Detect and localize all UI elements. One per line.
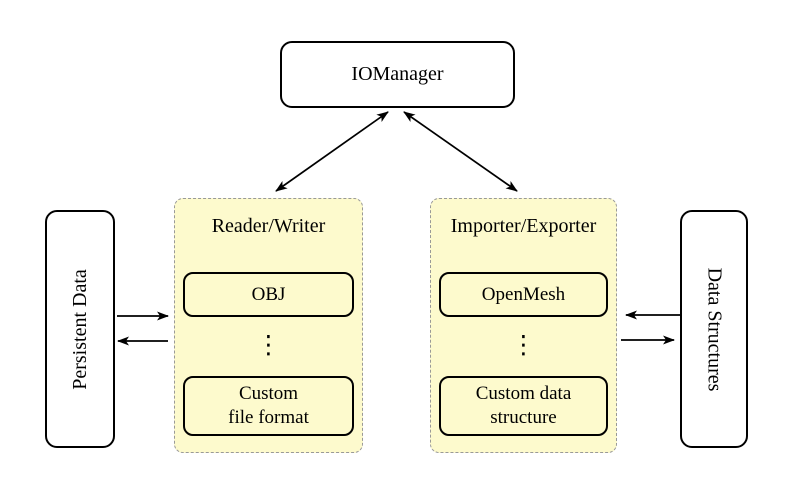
- node-data-structures: Data Structures: [680, 210, 748, 448]
- node-persistent-data: Persistent Data: [45, 210, 115, 448]
- node-custom-file-format-label: Custom file format: [228, 383, 309, 428]
- node-obj: OBJ: [183, 272, 354, 317]
- node-obj-label: OBJ: [251, 283, 286, 305]
- node-openmesh-label: OpenMesh: [481, 283, 566, 305]
- node-custom-file-format: Custom file format: [183, 376, 354, 436]
- group-importer-exporter-title: Importer/Exporter: [450, 215, 597, 237]
- group-reader-writer-title: Reader/Writer: [211, 215, 326, 237]
- edge-iomanager-readerwriter: [275, 111, 389, 192]
- node-custom-data-structure: Custom data structure: [439, 376, 608, 436]
- node-custom-data-structure-label: Custom data structure: [475, 383, 572, 428]
- node-iomanager: IOManager: [280, 41, 515, 108]
- node-openmesh: OpenMesh: [439, 272, 608, 317]
- node-persistent-data-label: Persistent Data: [68, 268, 91, 390]
- group-importer-exporter: Importer/Exporter OpenMesh ⋮ Custom data…: [430, 198, 617, 453]
- vertical-ellipsis-icon: ⋮: [256, 330, 281, 359]
- node-iomanager-label: IOManager: [351, 63, 444, 85]
- edge-iomanager-importerexporter: [403, 111, 518, 192]
- vertical-ellipsis-icon: ⋮: [511, 330, 536, 359]
- node-data-structures-label: Data Structures: [703, 267, 726, 391]
- group-reader-writer: Reader/Writer OBJ ⋮ Custom file format: [174, 198, 363, 453]
